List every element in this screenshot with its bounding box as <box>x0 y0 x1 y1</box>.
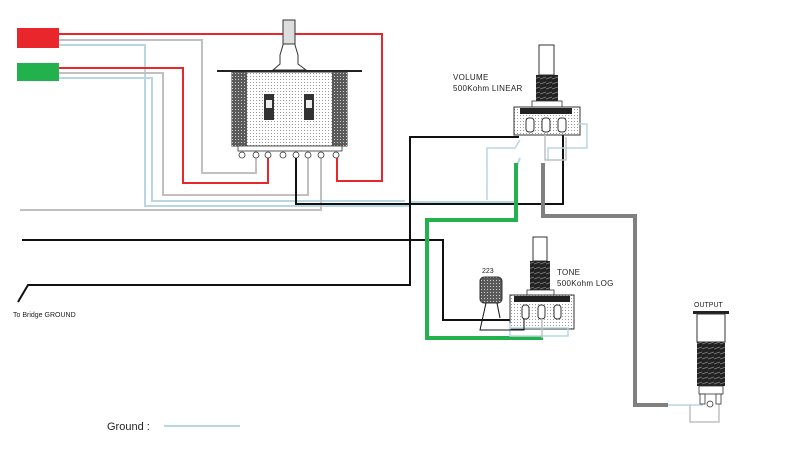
legend: Ground : <box>107 421 240 433</box>
legend-ground-label: Ground : <box>107 421 150 433</box>
wire-gray-green-pickup <box>59 72 309 196</box>
wire-red-hot-1 <box>59 33 383 182</box>
tone-spec: 500Kohm LOG <box>557 279 614 288</box>
wire-ground-tone <box>509 323 569 337</box>
output-jack <box>693 311 729 408</box>
pickup-red-lead <box>17 28 59 48</box>
pickup-green-lead <box>17 63 59 81</box>
volume-spec: 500Kohm LINEAR <box>453 84 523 93</box>
wire-ground-volume-left <box>486 139 521 200</box>
wire-black-mid <box>22 239 515 321</box>
five-way-switch <box>217 19 362 159</box>
volume-pot <box>513 44 581 136</box>
wire-green-signal <box>425 163 543 340</box>
output-label: OUTPUT <box>694 302 724 309</box>
wire-ground-green-pickup <box>59 77 405 202</box>
wire-gray-bottom <box>20 158 322 211</box>
tone-label: TONE <box>557 268 580 277</box>
capacitor-label: 223 <box>482 268 494 275</box>
tone-capacitor <box>479 276 525 331</box>
wire-gray-volume <box>544 135 567 161</box>
wire-black-ground-bus <box>17 136 519 303</box>
wire-gray-red-pickup <box>59 39 257 174</box>
bridge-ground-label: To Bridge GROUND <box>13 312 76 319</box>
wire-red-green-pickup <box>59 67 269 184</box>
wire-black-switch-to-volume <box>295 124 564 205</box>
wire-output-hot <box>541 163 668 407</box>
tone-pot <box>509 236 575 330</box>
wire-output-sleeve <box>689 404 720 423</box>
volume-label: VOLUME <box>453 73 489 82</box>
